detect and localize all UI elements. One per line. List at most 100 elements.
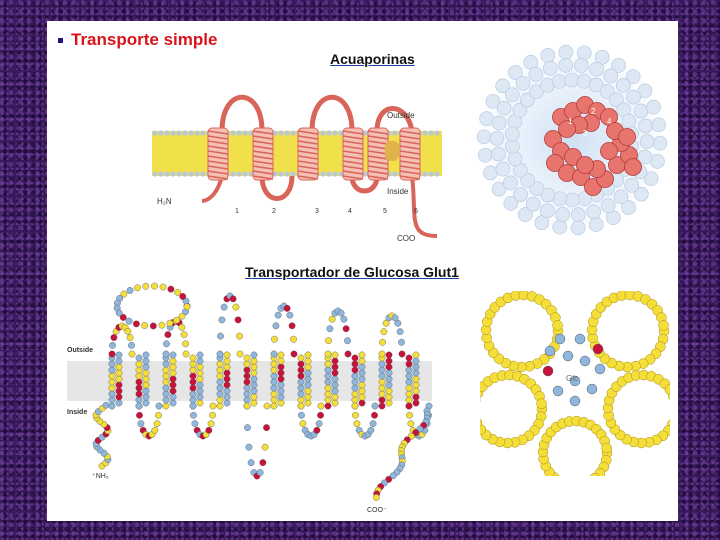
amino-acid-residue	[340, 315, 348, 323]
bullet-icon	[58, 38, 63, 43]
amino-acid-residue	[331, 399, 339, 407]
amino-acid-residue	[385, 363, 393, 371]
amino-acid-residue	[250, 387, 258, 395]
lipid-head	[278, 171, 284, 177]
lipid-molecule	[651, 117, 666, 133]
amino-acid-residue	[250, 375, 258, 383]
amino-acid-residue	[196, 369, 204, 377]
lipid-molecule	[491, 115, 507, 131]
amino-acid-residue	[142, 387, 150, 395]
amino-acid-residue	[412, 387, 420, 395]
amino-acid-residue	[391, 314, 399, 322]
amino-acid-residue	[297, 402, 305, 410]
lipid-head	[434, 171, 440, 177]
inner-loop-2	[349, 175, 380, 194]
amino-acid-residue	[297, 396, 305, 404]
amino-acid-residue	[142, 369, 150, 377]
amino-acid-residue	[412, 393, 420, 401]
lipid-molecule	[512, 102, 528, 118]
lipid-molecule	[574, 58, 589, 73]
amino-acid-residue	[385, 387, 393, 395]
amino-acid-residue	[263, 424, 270, 432]
amino-acid-residue	[263, 402, 271, 410]
amino-acid-residue	[216, 372, 224, 380]
amino-acid-residue	[304, 375, 312, 383]
transmembrane-helix	[342, 127, 364, 181]
helix-number: 4	[348, 208, 352, 215]
amino-acid-residue	[304, 351, 312, 359]
amino-acid-residue	[351, 402, 359, 410]
amino-acid-residue	[326, 325, 334, 333]
amino-acid-residue	[189, 360, 197, 368]
amino-acid-residue	[108, 390, 116, 398]
glut1-n-terminus-label: ⁺NH₃	[92, 473, 109, 480]
lipid-head	[248, 171, 254, 177]
amino-acid-residue	[155, 402, 163, 410]
amino-acid-residue	[331, 375, 339, 383]
amino-acid-residue	[385, 399, 393, 407]
outer-loop-1	[219, 94, 265, 132]
lipid-molecule	[600, 198, 616, 214]
lipid-head	[242, 171, 248, 177]
amino-acid-residue	[331, 351, 339, 359]
amino-acid-residue	[115, 309, 123, 317]
amino-acid-residue	[394, 319, 402, 327]
amino-acid-residue	[142, 393, 150, 401]
lipid-molecule	[564, 192, 580, 208]
amino-acid-residue	[405, 390, 413, 398]
amino-acid-residue	[247, 459, 255, 467]
amino-acid-residue	[299, 420, 307, 428]
amino-acid-residue	[136, 411, 143, 419]
amino-acid-residue	[151, 426, 159, 434]
amino-acid-residue	[142, 351, 150, 359]
lipid-molecule	[518, 207, 533, 222]
amino-acid-residue	[298, 411, 305, 419]
lipid-molecule	[634, 186, 649, 202]
lipid-molecule	[621, 200, 636, 215]
amino-acid-residue	[297, 390, 305, 398]
amino-acid-residue	[344, 350, 352, 358]
amino-acid-residue	[108, 360, 116, 368]
amino-acid-residue	[207, 420, 215, 428]
amino-acid-residue	[358, 363, 366, 371]
pore-residue	[594, 363, 606, 375]
pore-residue	[562, 350, 574, 362]
lipid-head	[428, 130, 434, 136]
amino-acid-residue	[169, 393, 177, 401]
amino-acid-residue	[270, 360, 278, 368]
amino-acid-residue	[317, 411, 324, 419]
lipid-head	[182, 171, 188, 177]
pore-residue	[569, 375, 581, 387]
lipid-molecule	[489, 131, 505, 146]
amino-acid-residue	[277, 381, 285, 389]
outer-loop-2	[309, 94, 355, 132]
lipid-head	[332, 171, 338, 177]
amino-acid-residue	[125, 317, 133, 325]
amino-acid-residue	[250, 369, 258, 377]
amino-acid-residue	[304, 369, 312, 377]
amino-acid-residue	[243, 384, 251, 392]
amino-acid-residue	[405, 372, 413, 380]
amino-acid-residue	[259, 459, 267, 467]
inner-loop-1	[259, 175, 295, 201]
helix-ring	[602, 369, 670, 449]
amino-acid-residue	[223, 369, 231, 377]
helix-number: 5	[383, 208, 387, 215]
amino-acid-residue	[128, 350, 136, 358]
lipid-head	[164, 171, 170, 177]
lipid-molecule	[599, 84, 615, 99]
amino-acid-residue	[108, 384, 116, 392]
amino-acid-residue	[191, 420, 199, 428]
lipid-head	[278, 130, 284, 136]
amino-acid-residue	[135, 378, 143, 386]
helix-ring	[480, 291, 564, 373]
amino-acid-residue	[169, 363, 177, 371]
amino-acid-residue	[236, 350, 244, 358]
lipid-head	[284, 130, 290, 136]
amino-acid-residue	[142, 399, 150, 407]
lipid-head	[422, 130, 428, 136]
amino-acid-residue	[378, 366, 386, 374]
amino-acid-residue	[162, 360, 170, 368]
amino-acid-residue	[220, 303, 228, 311]
amino-acid-residue	[277, 351, 285, 359]
